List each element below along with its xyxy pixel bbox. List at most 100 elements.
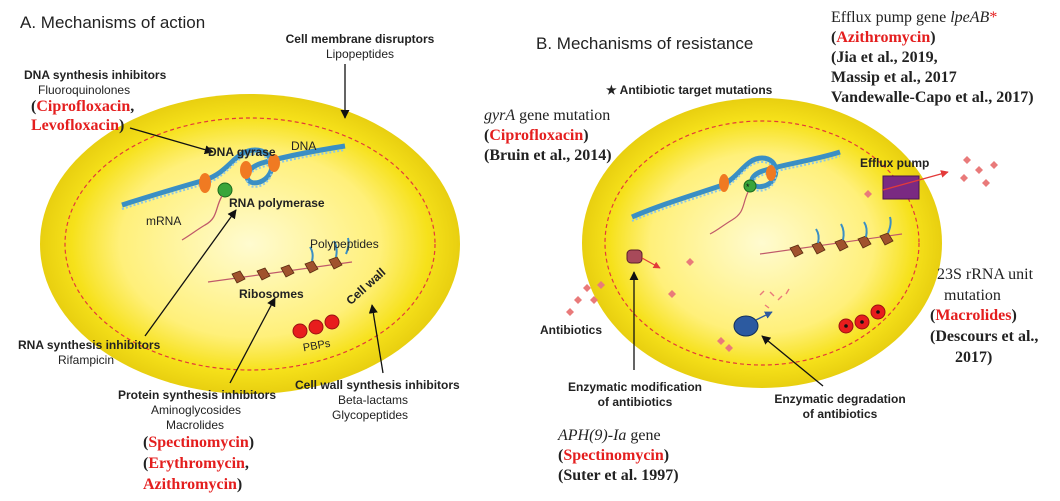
dna-synthesis-drugs-2: Levofloxacin) [31,117,124,135]
mrna-strand-a [181,195,223,241]
gyra-ref: (Bruin et al., 2014) [484,147,612,164]
dna-synthesis-sub: Fluoroquinolones [38,83,131,97]
efflux-ref2: Massip et al., 2017 [831,69,957,86]
dna-gyrase-enzymes-a [199,154,280,198]
paren-open: ( [558,447,564,464]
cell-wall-synthesis-sub2: Glycopeptides [332,408,409,422]
enzymatic-mod-line1: Enzymatic modification [567,380,703,394]
cell-b-membrane [604,120,920,366]
protein-drugs-3: Azithromycin) [143,476,242,494]
star-icon: ★ [606,83,617,97]
paren-open: ( [143,455,149,472]
rna-polymerase-a [217,182,233,198]
cell-wall-synthesis-sub1: Beta-lactams [338,393,409,407]
efflux-drug: (Azithromycin) [831,29,936,47]
ribosomes-label: Ribosomes [239,287,304,301]
target-mutations-label: ★ Antibiotic target mutations [606,83,773,98]
efflux-ref1: (Jia et al., 2019, [831,49,938,66]
comma: , [244,455,249,472]
drug-spectinomycin-b: Spectinomycin [563,447,664,464]
paren-close: ) [119,117,125,134]
paren-open: ( [143,434,149,451]
rrna-line2: mutation [944,287,1001,304]
rrna-ref1: (Descours et al., [930,328,1039,345]
drug-levofloxacin: Levofloxacin [31,117,119,134]
protein-drugs-2: (Erythromycin, [143,455,249,473]
modifying-enzyme [626,249,661,269]
paren-open: ( [831,29,837,46]
efflux-ref3: Vandewalle-Capo et al., 2017) [831,89,1034,106]
gyra-drug: (Ciprofloxacin) [484,127,589,145]
efflux-pump-label: Efflux pump [860,156,930,170]
paren-close: ) [236,476,243,493]
ribosomes-a [207,237,353,284]
paren-close: ) [1011,307,1017,324]
panel-a-title: A. Mechanisms of action [20,13,206,32]
dna-gyrase-label: DNA gyrase [208,145,276,159]
paren-close: ) [663,447,670,464]
protein-synthesis-sub1: Aminoglycosides [151,403,242,417]
enzymatic-deg-line1: Enzymatic degradation [774,392,906,406]
cell-membrane-title: Cell membrane disruptors [285,32,435,46]
cell-membrane-sub: Lipopeptides [325,47,395,61]
rrna-ref2: 2017) [955,349,993,366]
mrna-label: mRNA [146,214,182,228]
cell-b-body [582,98,942,388]
paren-close: ) [583,127,589,144]
rrna-line1: 23S rRNA unit [937,266,1034,283]
dna-synthesis-drugs-1: (Ciprofloxacin, [31,98,134,116]
drug-ciprofloxacin-b: Ciprofloxacin [489,127,584,144]
antibiotics-label: Antibiotics [540,323,602,337]
panel-b-title: B. Mechanisms of resistance [536,34,754,53]
enzymatic-deg-line2: of antibiotics [802,407,878,421]
protein-synthesis-title: Protein synthesis inhibitors [118,388,277,402]
antibiotic-particles [566,156,998,352]
drug-azithromycin: Azithromycin [143,476,237,493]
paren-open: ( [484,127,490,144]
aph-drug: (Spectinomycin) [558,447,669,465]
drug-ciprofloxacin: Ciprofloxacin [36,98,131,115]
aph-rest: gene [626,427,661,444]
paren-close: ) [930,29,936,46]
drug-azithromycin-b: Azithromycin [836,29,931,46]
drug-erythromycin: Erythromycin [148,455,245,472]
paren-close: ) [248,434,255,451]
drug-macrolides: Macrolides [935,307,1012,324]
degrading-enzyme [733,288,790,337]
efflux-pump [882,170,949,200]
gyra-rest: gene mutation [515,107,611,124]
dna-synthesis-title: DNA synthesis inhibitors [24,68,167,82]
cell-a [40,94,460,394]
mutated-pbps-b [838,304,886,334]
aph-ref: (Suter et al. 1997) [558,467,679,484]
cell-a-membrane [64,117,436,371]
rna-synthesis-title: RNA synthesis inhibitors [18,338,161,352]
enzymatic-mod-line2: of antibiotics [597,395,673,409]
gyra-gene: gyrA [484,107,516,124]
efflux-gene-prefix: Efflux pump gene [831,9,951,26]
pbps-a [292,314,340,339]
efflux-gene-star: * [989,9,998,26]
cell-wall-synthesis-title: Cell wall synthesis inhibitors [295,378,460,392]
paren-open: ( [31,98,37,115]
dna-label: DNA [291,139,317,153]
aph-line: APH(9)-Ia gene [558,427,661,445]
cell-a-body [40,94,460,394]
ribosomes-b [759,216,903,258]
paren-open: ( [930,307,936,324]
aph-gene: APH(9)-Ia [558,427,627,444]
polypeptides-label: Polypeptides [310,237,379,251]
arrows-a [129,64,384,384]
rrna-drug: (Macrolides) [930,307,1017,325]
protein-synthesis-sub2: Macrolides [166,418,225,432]
rna-polymerase-label: RNA polymerase [229,196,325,210]
drug-spectinomycin: Spectinomycin [148,434,249,451]
cell-b [582,98,942,388]
gyra-line: gyrA gene mutation [484,107,610,125]
efflux-gene-line: Efflux pump gene lpeAB* [831,9,997,27]
target-mutations-text: Antibiotic target mutations [619,83,773,97]
protein-drugs-1: (Spectinomycin) [143,434,254,452]
rna-synthesis-sub: Rifampicin [58,353,115,367]
arrows-b [629,271,824,387]
